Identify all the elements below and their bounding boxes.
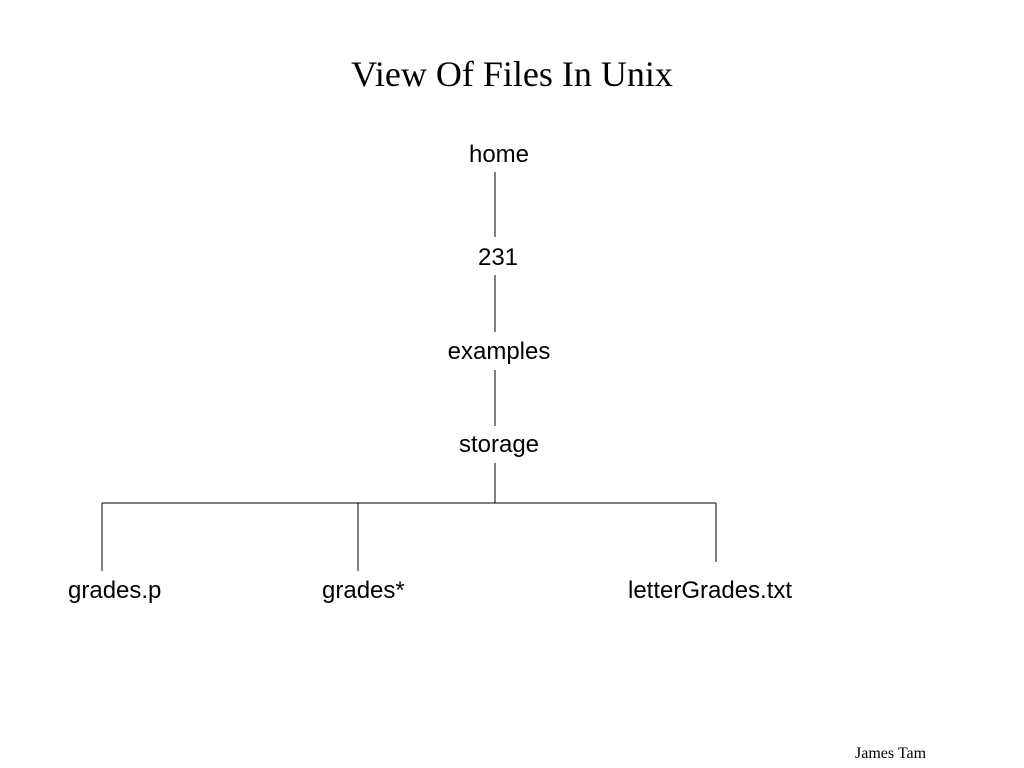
node-storage: storage [458,431,540,458]
node-file-grades-executable: grades* [322,577,405,604]
node-231: 231 [477,244,519,271]
slide-title: View Of Files In Unix [351,54,673,94]
node-file-lettergrades-txt: letterGrades.txt [628,577,793,604]
node-examples: examples [447,338,551,365]
node-home: home [468,141,530,168]
node-file-grades-p: grades.p [68,577,162,604]
author-footer: James Tam [855,745,927,762]
